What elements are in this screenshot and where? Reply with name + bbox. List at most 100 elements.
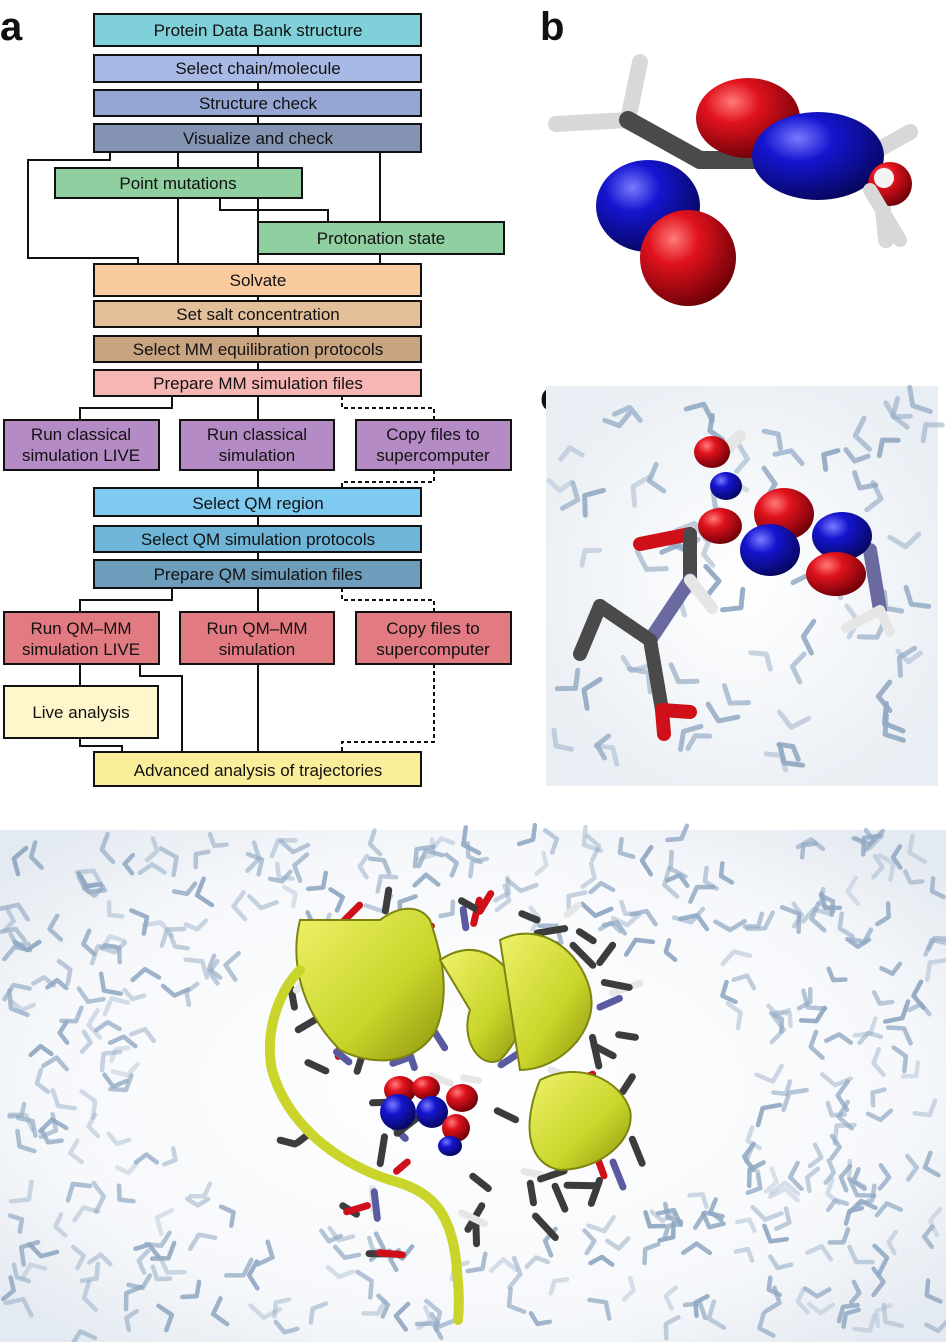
water-molecule xyxy=(829,1133,842,1161)
side-chain-bond xyxy=(518,910,541,924)
water-molecule xyxy=(308,1301,329,1325)
water-molecule xyxy=(629,908,658,927)
water-molecule xyxy=(877,852,896,882)
water-molecule xyxy=(98,971,124,996)
water-molecule xyxy=(769,1010,785,1034)
side-chain-bond xyxy=(469,1172,492,1192)
box-mm-equilibration xyxy=(93,335,422,363)
water-molecule xyxy=(558,445,585,462)
water-molecule xyxy=(357,853,370,880)
side-chain-bond xyxy=(458,1209,489,1228)
water-molecule xyxy=(745,1172,763,1196)
label-copy-files-1a: Copy files to xyxy=(386,425,480,444)
water-molecule xyxy=(581,677,603,711)
water-molecule xyxy=(593,743,620,767)
water-molecule xyxy=(852,1313,877,1333)
water-molecule xyxy=(39,1127,64,1145)
box-protonation-state xyxy=(257,221,505,255)
water-molecule xyxy=(865,1108,894,1123)
water-molecule xyxy=(53,1212,68,1238)
water-molecule xyxy=(180,1279,202,1300)
active-site-render-c xyxy=(546,384,945,786)
water-molecule xyxy=(705,701,741,724)
water-molecule xyxy=(929,876,946,900)
panel-label-b: b xyxy=(540,5,564,49)
water-molecule xyxy=(393,1301,411,1332)
label-point-mutations: Point mutations xyxy=(119,174,236,193)
water-molecule xyxy=(852,1016,878,1038)
water-molecule xyxy=(554,667,581,692)
water-molecule xyxy=(874,1201,904,1218)
water-molecule xyxy=(864,480,884,513)
water-molecule xyxy=(588,880,616,895)
water-molecule xyxy=(94,1019,122,1033)
water-molecule xyxy=(926,935,946,952)
water-molecule xyxy=(246,1259,260,1291)
water-molecule xyxy=(734,442,750,474)
water-molecule xyxy=(818,893,836,917)
water-molecule xyxy=(800,618,817,656)
water-molecule xyxy=(757,1310,776,1338)
water-molecule xyxy=(124,1308,139,1333)
water-molecule xyxy=(610,912,642,928)
water-molecule xyxy=(444,852,459,878)
label-copy-files-2a: Copy files to xyxy=(386,619,480,638)
water-molecule xyxy=(566,890,588,916)
water-molecule xyxy=(157,1254,187,1275)
water-molecule xyxy=(150,1240,177,1261)
water-molecule xyxy=(282,885,298,909)
water-molecule xyxy=(28,840,44,870)
water-molecule xyxy=(185,1196,211,1208)
water-molecule xyxy=(137,862,167,876)
water-molecule xyxy=(15,1115,38,1138)
water-molecule xyxy=(582,1228,597,1256)
box-structure-check xyxy=(93,89,422,117)
label-run-qmmm-live-2: simulation LIVE xyxy=(22,640,140,659)
water-molecule xyxy=(585,833,602,863)
water-molecule xyxy=(890,396,910,430)
water-molecule xyxy=(912,1098,938,1118)
water-molecule xyxy=(292,852,310,884)
water-molecule xyxy=(662,1221,684,1240)
water-molecule xyxy=(465,1251,488,1274)
water-molecule xyxy=(79,1029,93,1054)
water-molecule xyxy=(141,920,174,938)
water-molecule xyxy=(826,1197,850,1213)
water-molecule xyxy=(879,961,903,976)
water-molecule xyxy=(630,474,652,508)
water-molecule xyxy=(855,1183,877,1207)
water-molecule xyxy=(468,856,489,879)
water-molecule xyxy=(887,531,922,550)
water-molecule xyxy=(754,1063,784,1084)
side-chain-bond xyxy=(532,1212,559,1241)
water-molecule xyxy=(841,1307,861,1329)
water-molecule xyxy=(763,1285,782,1314)
water-molecule xyxy=(874,1303,893,1328)
water-molecule xyxy=(851,1167,867,1191)
water-molecule xyxy=(269,838,298,859)
water-molecule xyxy=(328,887,346,913)
water-molecule xyxy=(671,906,706,925)
water-molecule xyxy=(706,1299,727,1331)
water-molecule xyxy=(108,1072,134,1093)
water-molecule xyxy=(826,966,848,983)
water-molecule xyxy=(255,1239,275,1267)
water-molecule xyxy=(144,836,160,863)
water-molecule xyxy=(245,851,265,877)
side-chain-bond xyxy=(551,1182,569,1213)
side-chain-bond xyxy=(600,979,633,991)
water-molecule xyxy=(3,1297,34,1318)
water-molecule xyxy=(50,1087,77,1111)
water-molecule xyxy=(924,1278,943,1304)
water-molecule xyxy=(184,981,200,1007)
water-molecule xyxy=(743,1144,761,1175)
water-molecule xyxy=(663,938,678,962)
water-molecule xyxy=(843,1205,865,1226)
side-chain-bond xyxy=(376,1249,406,1259)
water-molecule xyxy=(123,1284,144,1312)
water-molecule xyxy=(925,957,946,982)
water-molecule xyxy=(183,957,210,980)
water-molecule xyxy=(701,538,716,568)
water-molecule xyxy=(700,1211,726,1230)
water-molecule xyxy=(143,1230,172,1248)
